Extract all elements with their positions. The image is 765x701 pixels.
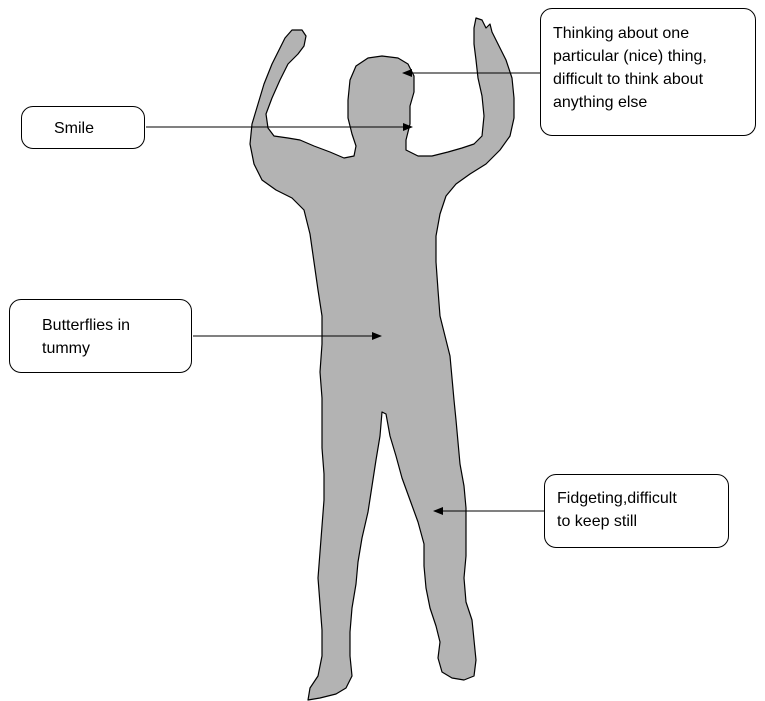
person-silhouette [250, 18, 514, 700]
callout-butterflies: Butterflies in tummy [9, 299, 192, 373]
label-fidgeting: Fidgeting,difficult to keep still [557, 487, 728, 533]
callout-fidgeting: Fidgeting,difficult to keep still [544, 474, 729, 548]
label-thinking: Thinking about one particular (nice) thi… [553, 22, 755, 114]
callout-thinking: Thinking about one particular (nice) thi… [540, 8, 756, 136]
label-butterflies: Butterflies in tummy [42, 314, 191, 360]
label-smile: Smile [54, 117, 144, 140]
callout-smile: Smile [21, 106, 145, 149]
